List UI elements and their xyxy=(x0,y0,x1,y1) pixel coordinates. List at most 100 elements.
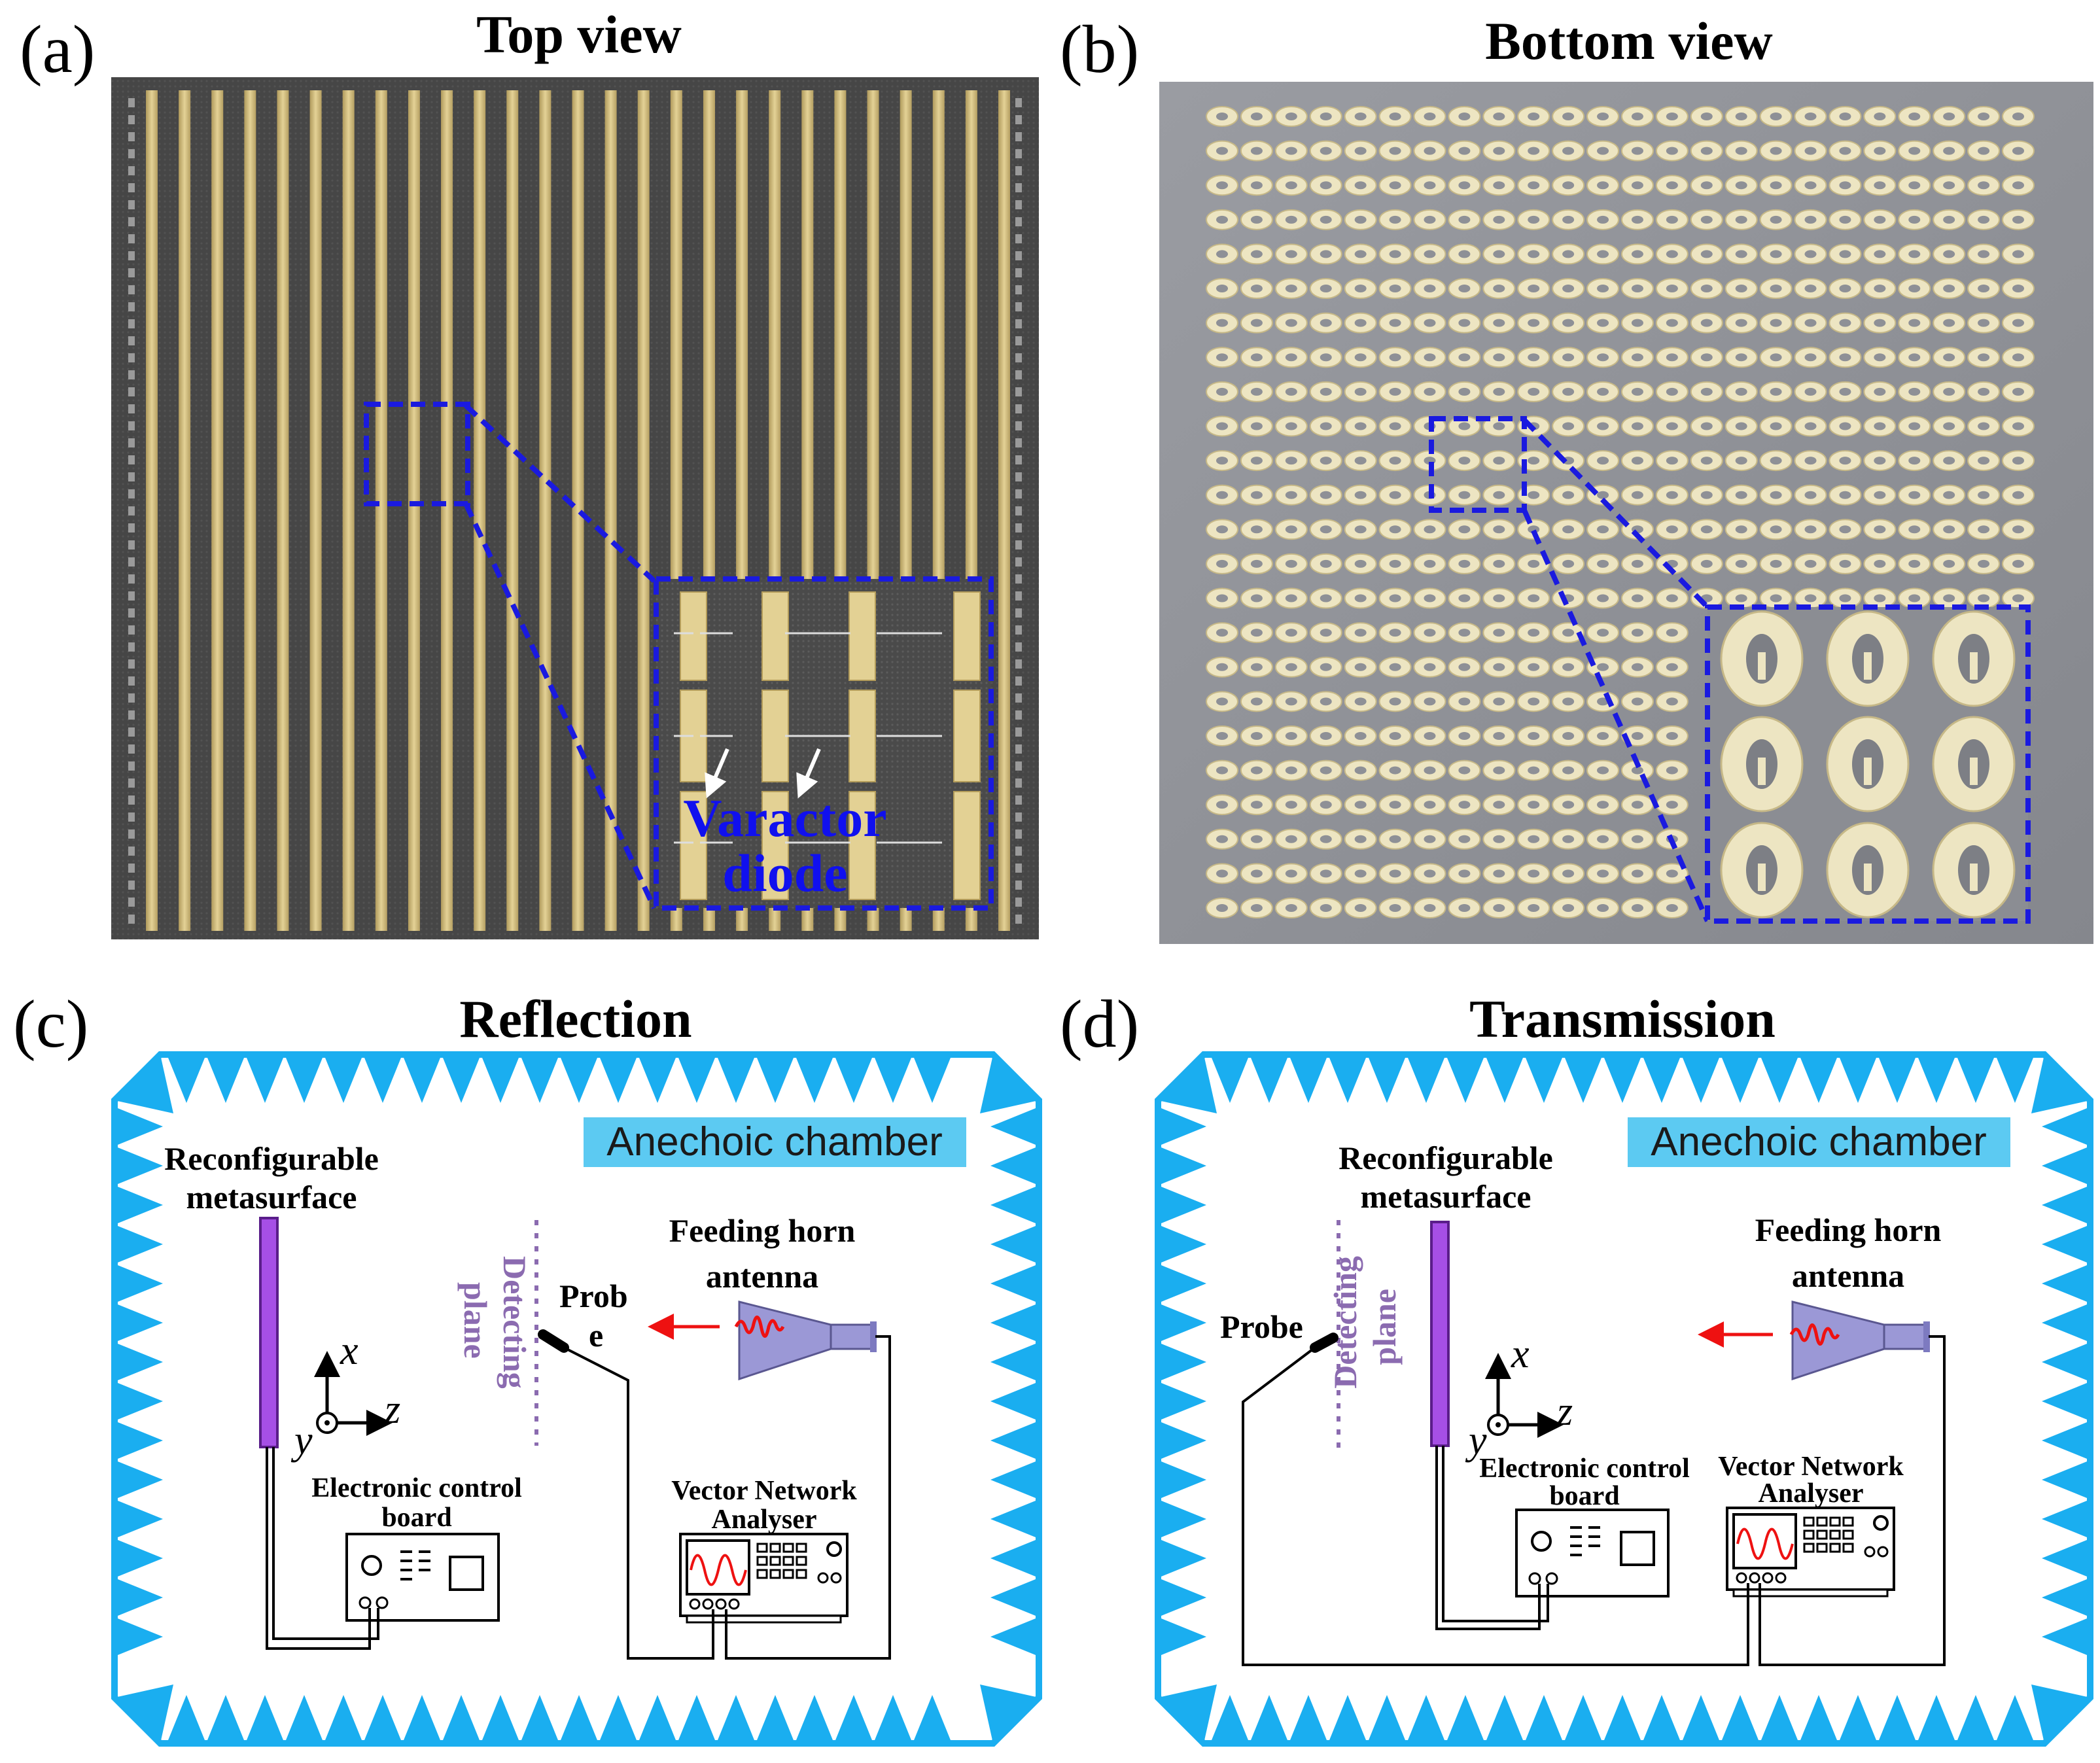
metasurface xyxy=(259,1217,279,1448)
edge-connector xyxy=(128,353,135,362)
ring-slot xyxy=(1458,697,1471,706)
ring-slot xyxy=(1285,491,1297,499)
ring-slot xyxy=(1666,594,1678,602)
ring-slot xyxy=(1804,422,1817,430)
edge-connector xyxy=(128,421,135,430)
ring-slot xyxy=(1320,285,1332,293)
ring-slot xyxy=(1666,147,1678,155)
absorber-cone xyxy=(1446,1055,1485,1103)
ring-slot xyxy=(1597,629,1609,637)
ring-slot xyxy=(1631,663,1643,671)
ring-slot xyxy=(1804,181,1817,190)
ring-slot xyxy=(1562,215,1575,224)
ring-slot xyxy=(1285,904,1297,912)
ring-slot xyxy=(1631,181,1643,190)
absorber-cone xyxy=(1250,1695,1289,1743)
absorber-cone xyxy=(1158,1303,1206,1342)
absorber-cone xyxy=(873,1055,913,1103)
edge-connector xyxy=(128,761,135,771)
absorber-cone xyxy=(2042,1225,2090,1264)
chamber-label-bg xyxy=(584,1117,966,1167)
ring-slot xyxy=(1424,697,1436,706)
ring-slot xyxy=(1943,250,1955,258)
ring-slot xyxy=(1700,422,1713,430)
absorber-cone xyxy=(1917,1055,1956,1103)
absorber-cone xyxy=(990,1499,1039,1539)
ring-slot xyxy=(1700,525,1713,534)
ring-slot xyxy=(1804,594,1817,602)
ring-slot xyxy=(1285,113,1297,120)
ring-slot xyxy=(1735,559,1747,568)
edge-connector xyxy=(1015,234,1022,243)
zoom-source-box xyxy=(364,402,470,506)
ring-slot xyxy=(1839,215,1851,224)
edge-connector xyxy=(128,149,135,158)
absorber-cone xyxy=(1603,1695,1642,1743)
ring-slot xyxy=(1631,766,1643,775)
absorber-cone xyxy=(990,1342,1039,1382)
ring-slot xyxy=(1770,559,1782,568)
waveform-icon xyxy=(1789,1323,1840,1346)
ring-slot xyxy=(1250,663,1263,671)
absorber-cone xyxy=(114,1578,163,1617)
edge-connector xyxy=(1015,847,1022,856)
ring-slot xyxy=(1770,319,1782,327)
ring-slot xyxy=(1250,215,1263,224)
ring-slot xyxy=(1700,113,1713,120)
ring-slot xyxy=(1389,594,1401,602)
ring-slot xyxy=(1597,422,1609,430)
edge-connector xyxy=(1015,915,1022,924)
ring-slot xyxy=(2012,387,2024,396)
metasurface-label-line2: metasurface xyxy=(186,1179,357,1215)
absorber-cone xyxy=(1210,1695,1250,1743)
ring-slot xyxy=(1458,559,1471,568)
ring-slot xyxy=(1874,387,1886,396)
absorber-cone xyxy=(442,1695,481,1743)
ring-slot xyxy=(1562,766,1575,775)
ring-slot xyxy=(1528,697,1540,706)
absorber-cone xyxy=(1210,1055,1250,1103)
ring-slot xyxy=(1735,319,1747,327)
ring-slot xyxy=(1943,319,1955,327)
metal-strip xyxy=(146,90,158,931)
ring-slot xyxy=(1320,353,1332,362)
ring-slot xyxy=(1250,147,1263,155)
ring-slot xyxy=(1493,181,1505,190)
ring-slot xyxy=(1874,147,1886,155)
ring-slot xyxy=(1389,801,1401,809)
absorber-cone xyxy=(990,1539,1039,1578)
absorber-cone xyxy=(245,1055,285,1103)
ring-slot xyxy=(1389,525,1401,534)
varactor-label-line1: Varactor xyxy=(683,788,886,848)
ring-slot xyxy=(1458,181,1471,190)
ring-slot xyxy=(1770,422,1782,430)
ring-slot xyxy=(1389,869,1401,878)
absorber-cone xyxy=(834,1695,873,1743)
absorber-cone xyxy=(1721,1055,1760,1103)
ring-slot xyxy=(1874,285,1886,293)
ring-slot xyxy=(1216,904,1228,912)
ring-slot xyxy=(1804,387,1817,396)
edge-connector xyxy=(1015,336,1022,345)
absorber-cone xyxy=(2042,1303,2090,1342)
detecting-label-line2: plane xyxy=(1366,1289,1403,1365)
ring-slot xyxy=(1250,835,1263,843)
ring-slot xyxy=(1528,629,1540,637)
ring-slot xyxy=(1216,181,1228,190)
absorber-cone xyxy=(1158,1578,1206,1617)
ring-slot xyxy=(1631,250,1643,258)
ring-slot xyxy=(1528,835,1540,843)
arrow-icon xyxy=(705,748,729,799)
ring-slot xyxy=(1631,491,1643,499)
ring-slot xyxy=(1908,250,1921,258)
vna-label-line2: Analyser xyxy=(712,1505,817,1535)
ring-slot xyxy=(1285,387,1297,396)
ring-slot xyxy=(1216,491,1228,499)
ring-slot xyxy=(1597,113,1609,120)
ring-slot xyxy=(1666,801,1678,809)
ring-slot xyxy=(1458,353,1471,362)
ring-slot xyxy=(1528,594,1540,602)
ring-slot xyxy=(1839,559,1851,568)
ring-slot xyxy=(2012,250,2024,258)
edge-connector xyxy=(1015,387,1022,396)
